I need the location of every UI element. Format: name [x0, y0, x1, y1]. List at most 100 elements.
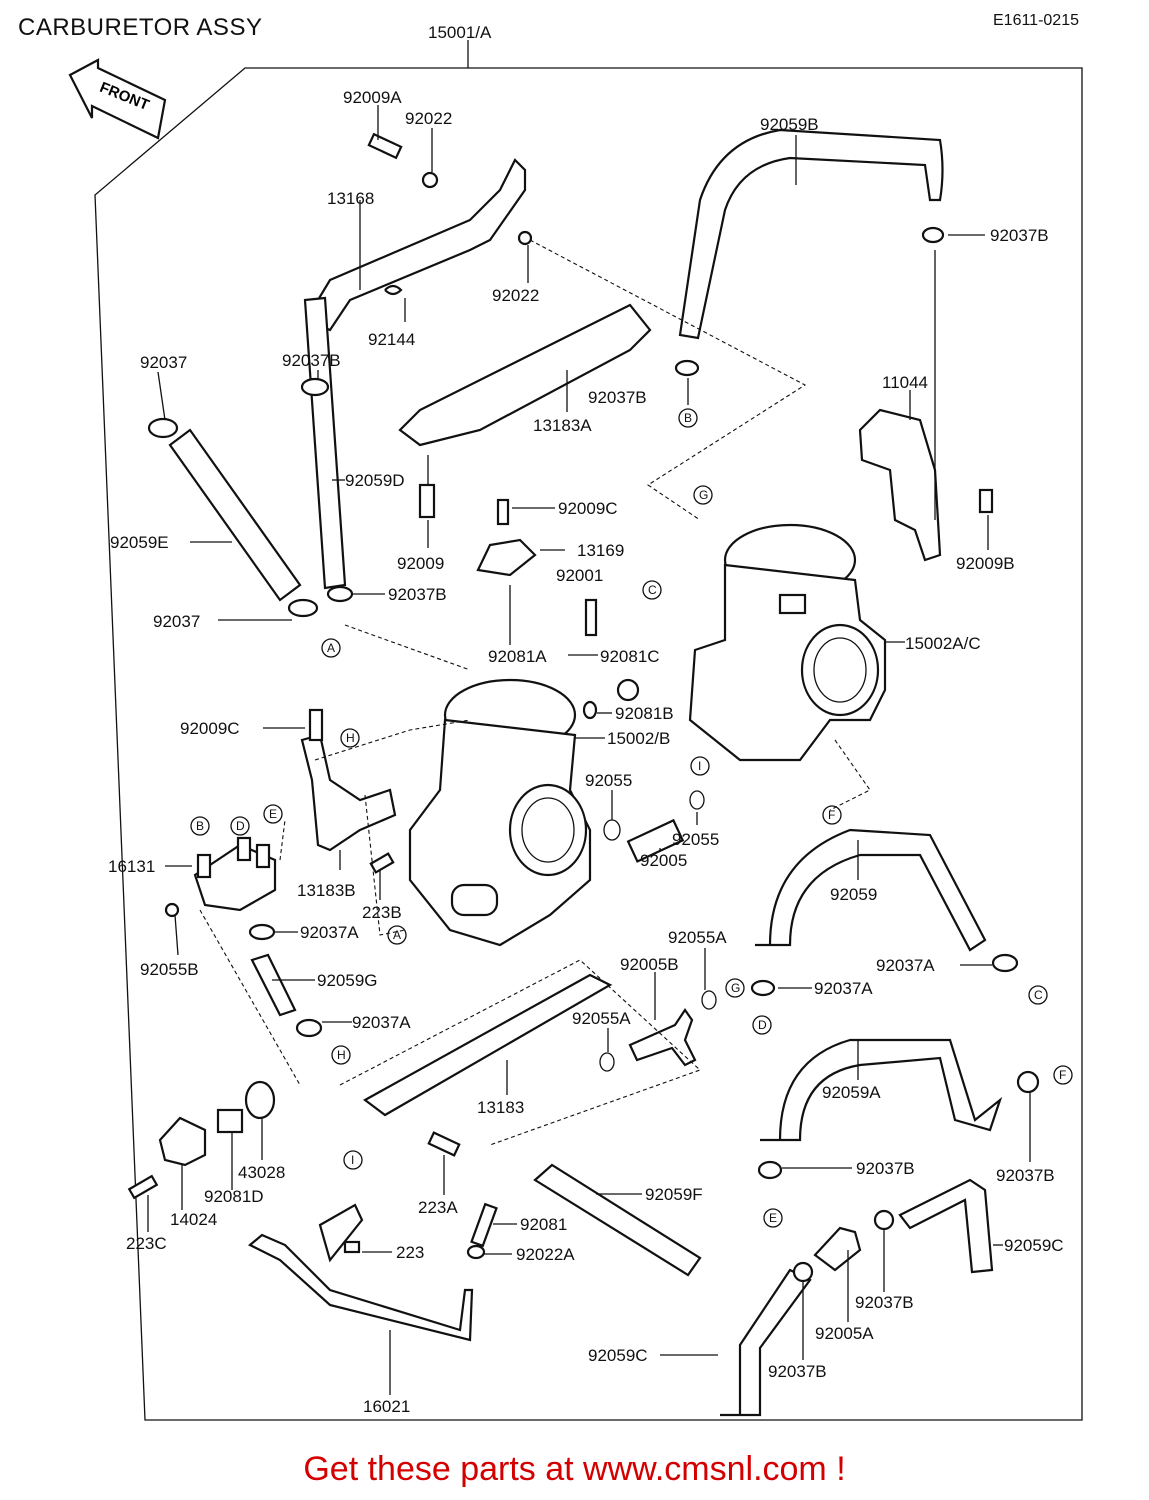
carburetor-15002A-C — [688, 523, 887, 762]
svg-text:C: C — [1034, 988, 1043, 1002]
ref-marker-i: I — [690, 756, 710, 776]
callout-92005A: 92005A — [815, 1324, 874, 1343]
ref-marker-a: A — [387, 925, 407, 945]
svg-text:G: G — [731, 981, 740, 995]
callout-13168: 13168 — [327, 189, 374, 208]
callout-16131: 16131 — [108, 857, 155, 876]
ref-marker-b: B — [190, 816, 210, 836]
callout-92037: 92037 — [140, 353, 187, 372]
phantom-line-8 — [279, 819, 286, 861]
callout-92055A: 92055A — [668, 928, 727, 947]
hose-92059B — [678, 128, 944, 340]
hose-92059 — [755, 828, 987, 952]
link-rod-13183 — [362, 973, 613, 1117]
svg-text:E: E — [769, 1211, 777, 1225]
nipple-b — [196, 853, 212, 879]
svg-text:D: D — [236, 819, 245, 833]
ref-marker-f: F — [1053, 1065, 1073, 1085]
footer-promo[interactable]: Get these parts at www.cmsnl.com ! — [303, 1450, 846, 1488]
svg-text:B: B — [196, 819, 204, 833]
callout-92059: 92059 — [830, 885, 877, 904]
phantom-line-2 — [344, 624, 471, 671]
spring-92081D — [216, 1108, 244, 1134]
ref-marker-e: E — [763, 1208, 783, 1228]
callout-92055B: 92055B — [140, 960, 199, 979]
phantom-line-1 — [529, 239, 807, 521]
callout-92009: 92009 — [397, 554, 444, 573]
callout-14024: 14024 — [170, 1210, 217, 1229]
callout-labels: 15001/A 92009A 92022 13168 92022 92144 9… — [108, 23, 1064, 1416]
callout-92009A: 92009A — [343, 88, 402, 107]
assembly-boundary — [94, 67, 1083, 1421]
t-fitting-92005B — [628, 1008, 697, 1067]
callout-223A: 223A — [418, 1198, 458, 1217]
callout-92081D: 92081D — [204, 1187, 264, 1206]
callout-92037B: 92037B — [996, 1166, 1055, 1185]
callout-92055: 92055 — [585, 771, 632, 790]
ref-marker-g: G — [693, 485, 713, 505]
svg-text:H: H — [346, 731, 355, 745]
callout-92081A: 92081A — [488, 647, 547, 666]
phantom-line-7 — [829, 739, 871, 811]
callout-223: 223 — [396, 1243, 424, 1262]
ref-marker-i: I — [343, 1150, 363, 1170]
svg-text:E: E — [269, 807, 277, 821]
callout-92059B: 92059B — [760, 115, 819, 134]
callout-92022: 92022 — [492, 286, 539, 305]
callout-92055A: 92055A — [572, 1009, 631, 1028]
callout-92009C: 92009C — [180, 719, 240, 738]
ref-marker-c: C — [642, 580, 662, 600]
svg-text:D: D — [758, 1018, 767, 1032]
callout-92037B: 92037B — [856, 1159, 915, 1178]
callout-92059A: 92059A — [822, 1083, 881, 1102]
callout-92037B: 92037B — [990, 226, 1049, 245]
svg-text:H: H — [337, 1048, 346, 1062]
ref-marker-a: A — [321, 638, 341, 658]
callout-92009B: 92009B — [956, 554, 1015, 573]
ref-marker-f: F — [822, 805, 842, 825]
nipple-e — [255, 843, 271, 869]
svg-text:I: I — [351, 1153, 354, 1167]
hose-92059C-bottom — [720, 1268, 812, 1417]
callout-15002-B: 15002/B — [607, 729, 670, 748]
svg-text:A: A — [393, 928, 401, 942]
bracket-13169 — [476, 538, 537, 577]
callout-92005: 92005 — [640, 851, 687, 870]
phantom-line-3 — [314, 719, 471, 761]
svg-text:I: I — [698, 759, 701, 773]
ref-marker-h: H — [340, 728, 360, 748]
callout-92037A: 92037A — [352, 1013, 411, 1032]
fitting-92005A — [813, 1226, 862, 1272]
mounting-plate-13168 — [316, 158, 527, 332]
diaphragm-43028 — [244, 1080, 276, 1120]
callout-92037B: 92037B — [282, 351, 341, 370]
ref-marker-e: E — [263, 804, 283, 824]
cover-14024 — [158, 1116, 207, 1167]
callout-92037: 92037 — [153, 612, 200, 631]
bracket-11044 — [858, 408, 942, 562]
nipple-d — [236, 836, 252, 862]
callout-43028: 43028 — [238, 1163, 285, 1182]
callout-92037B: 92037B — [388, 585, 447, 604]
callout-92001: 92001 — [556, 566, 603, 585]
callout-13183: 13183 — [477, 1098, 524, 1117]
hose-92059F — [533, 1163, 702, 1277]
callout-11044: 11044 — [882, 373, 928, 392]
diagram-title: CARBURETOR ASSY — [18, 14, 263, 41]
callout-15001A: 15001/A — [428, 23, 492, 42]
ref-marker-c: C — [1028, 985, 1048, 1005]
callout-223C: 223C — [126, 1234, 167, 1253]
ref-marker-h: H — [331, 1045, 351, 1065]
svg-text:A: A — [327, 641, 335, 655]
callout-92037B: 92037B — [855, 1293, 914, 1312]
callout-92037B: 92037B — [768, 1362, 827, 1381]
callout-92022: 92022 — [405, 109, 452, 128]
link-plate-13183A — [398, 303, 652, 447]
callout-92059G: 92059G — [317, 971, 378, 990]
tube-92005 — [626, 818, 685, 863]
callout-13169: 13169 — [577, 541, 624, 560]
callout-92081: 92081 — [520, 1215, 567, 1234]
svg-text:G: G — [699, 488, 708, 502]
callout-92037B: 92037B — [588, 388, 647, 407]
